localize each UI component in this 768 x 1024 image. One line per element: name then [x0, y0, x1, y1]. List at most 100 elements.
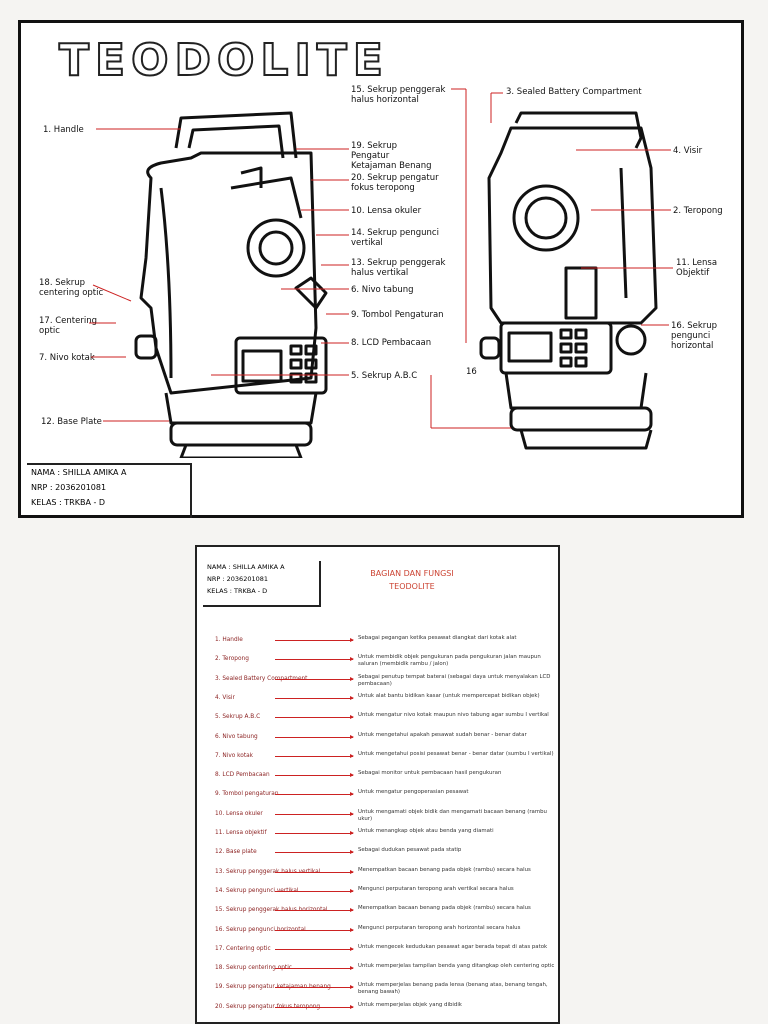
title-text: TEODOLITE: [58, 34, 389, 87]
list-item: 18. Sekrup centering optic Untuk memperje…: [215, 963, 555, 983]
label-sekrup-fokus: 20. Sekrup pengatur fokus teropong: [351, 173, 439, 193]
arrow-line: [275, 811, 354, 816]
label-sekrup-penggerak-halus-horizontal: 15. Sekrup penggerak halus horizontal: [351, 85, 446, 105]
part-name: 18. Sekrup centering optic: [215, 965, 292, 972]
section-title-line2: TEODOLITE: [389, 582, 435, 591]
part-name: 14. Sekrup pengunci vertikal: [215, 887, 299, 894]
list-item: 12. Base plate Sebagai dudukan pesawat pa…: [215, 847, 555, 867]
kelas-value: : TRKBA - D: [59, 498, 106, 507]
label-sekrup-pengatur-ketajaman: 19. Sekrup Pengatur Ketajaman Benang: [351, 141, 432, 171]
list-item: 6. Nivo tabung Untuk mengetahui apakah pe…: [215, 732, 555, 752]
label-sekrup-abc: 5. Sekrup A.B.C: [351, 371, 418, 381]
part-function: Untuk menangkap objek atau benda yang di…: [358, 828, 494, 834]
diagram-title: TEODOLITE: [58, 34, 389, 87]
label-sekrup-penggerak-vertikal: 13. Sekrup penggerak halus vertikal: [351, 258, 446, 278]
part-function: Untuk mengetahui apakah pesawat sudah be…: [358, 731, 527, 738]
part-name: 20. Sekrup pengatur fokus teropong: [215, 1003, 321, 1010]
arrow-line: [275, 715, 354, 720]
arrow-line: [275, 1004, 354, 1009]
part-name: 5. Sekrup A.B.C: [215, 714, 261, 721]
part-function: Untuk mengatur pengoperasian pesawat: [358, 789, 469, 796]
label-handle: 1. Handle: [43, 125, 84, 135]
part-function: Untuk membidik objek pengukuran pada pen…: [358, 654, 541, 668]
label-nivo-kotak: 7. Nivo kotak: [39, 353, 95, 363]
arrow-line: [275, 946, 354, 951]
list-item: 20. Sekrup pengatur fokus teropong Untuk …: [215, 1002, 555, 1022]
section-title-line1: BAGIAN DAN FUNGSI: [370, 569, 454, 578]
label-sekrup-centering-optic: 18. Sekrup centering optic: [39, 278, 104, 298]
nrp-value: : 2036201081: [49, 483, 107, 492]
part-function: Menempatkan bacaan benang pada objek (ra…: [358, 866, 531, 873]
arrow-line: [275, 676, 354, 681]
theodolite-right-drawing: [479, 111, 658, 450]
list-item: 13. Sekrup penggerak halus vertikal Menem…: [215, 867, 555, 887]
arrow-line: [275, 850, 354, 855]
list-item: 14. Sekrup pengunci vertikal Mengunci per…: [215, 886, 555, 906]
arrow-line: [275, 734, 354, 739]
label-tombol-pengaturan: 9. Tombol Pengaturan: [351, 310, 444, 320]
label-teropong: 2. Teropong: [673, 206, 723, 216]
part-function: Untuk mengetahui posisi pesawat benar - …: [358, 750, 554, 757]
part-name: 16. Sekrup pengunci horizontal: [215, 926, 306, 933]
arrow-line: [275, 869, 354, 874]
part-function: Untuk mengatur nivo kotak maupun nivo ta…: [358, 712, 549, 719]
part-function: Untuk mengecek kedudukan pesawat agar be…: [358, 943, 548, 950]
label-sekrup-pengunci-vertikal: 14. Sekrup pengunci vertikal: [351, 228, 439, 248]
kelas-value-2: : TRKBA - D: [229, 587, 268, 595]
part-name: 1. Handle: [215, 637, 243, 643]
list-item: 4. Visir Untuk alat bantu bidikan kasar (…: [215, 693, 555, 713]
nama-value-2: : SHILLA AMIKA A: [228, 563, 285, 571]
part-name: 11. Lensa objektif: [215, 830, 267, 836]
kelas-label: KELAS: [31, 498, 57, 507]
nrp-label: NRP: [31, 483, 48, 492]
arrow-line: [275, 927, 354, 932]
part-function: Untuk alat bantu bidikan kasar (untuk me…: [358, 692, 540, 699]
arrow-line: [275, 888, 354, 893]
nrp-value-2: : 2036201081: [222, 575, 269, 583]
leader-lines: [89, 88, 673, 429]
part-function: Mengunci perputaran teropong arah horizo…: [358, 924, 521, 931]
part-name: 13. Sekrup penggerak halus vertikal: [215, 868, 321, 875]
part-function: Sebagai dudukan pesawat pada statip: [358, 847, 462, 854]
label-battery: 3. Sealed Battery Compartment: [506, 87, 642, 97]
arrow-line: [275, 792, 354, 797]
part-function: Untuk memperjelas tampilan benda yang di…: [358, 963, 555, 970]
arrow-line: [275, 985, 354, 990]
arrow-line: [275, 831, 354, 835]
part-function: Mengunci perputaran teropong arah vertik…: [358, 885, 514, 892]
label-lensa-objektif: 11. Lensa Objektif: [676, 258, 718, 278]
arrow-line: [275, 695, 354, 700]
list-item: 5. Sekrup A.B.C Untuk mengatur nivo kotak…: [215, 712, 555, 732]
label-visir: 4. Visir: [673, 146, 703, 156]
part-name: 6. Nivo tabung: [215, 733, 258, 740]
arrow-line: [275, 657, 354, 662]
list-item: 1. Handle Sebagai pegangan ketika pesawat…: [215, 635, 555, 655]
part-function: Untuk mengamati objek bidik dan mengamat…: [358, 808, 547, 822]
arrow-line: [275, 638, 354, 642]
student-info-box: NAMA : SHILLA AMIKA A NRP : 2036201081 K…: [27, 463, 192, 518]
list-item: 10. Lensa okuler Untuk mengamati objek bi…: [215, 809, 555, 829]
list-item: 16. Sekrup pengunci horizontal Mengunci p…: [215, 925, 555, 945]
part-name: 12. Base plate: [215, 849, 257, 856]
label-sekrup-pengunci-horizontal: 16. Sekrup pengunci horizontal: [671, 321, 718, 351]
part-function: Sebagai pegangan ketika pesawat diangkat…: [358, 635, 517, 641]
part-name: 3. Sealed Battery Compartment: [215, 675, 308, 682]
label-lensa-okuler: 10. Lensa okuler: [351, 206, 422, 216]
arrow-line: [275, 773, 354, 778]
label-base-plate: 12. Base Plate: [41, 417, 102, 427]
function-list-sheet: NAMA : SHILLA AMIKA A NRP : 2036201081 K…: [195, 545, 560, 1024]
part-name: 10. Lensa okuler: [215, 810, 263, 817]
part-name: 19. Sekrup pengatur ketajaman benang: [215, 984, 331, 991]
nama-value: : SHILLA AMIKA A: [57, 468, 127, 477]
diagram-sheet: TEODOLITE: [18, 20, 744, 518]
part-name: 4. Visir: [215, 694, 235, 701]
part-function: Untuk memperjelas objek yang dibidik: [358, 1001, 462, 1008]
arrow-line: [275, 908, 354, 913]
label-marker-16: 16: [466, 367, 477, 377]
part-name: 7. Nivo kotak: [215, 752, 254, 759]
part-name: 8. LCD Pembacaan: [215, 772, 270, 779]
